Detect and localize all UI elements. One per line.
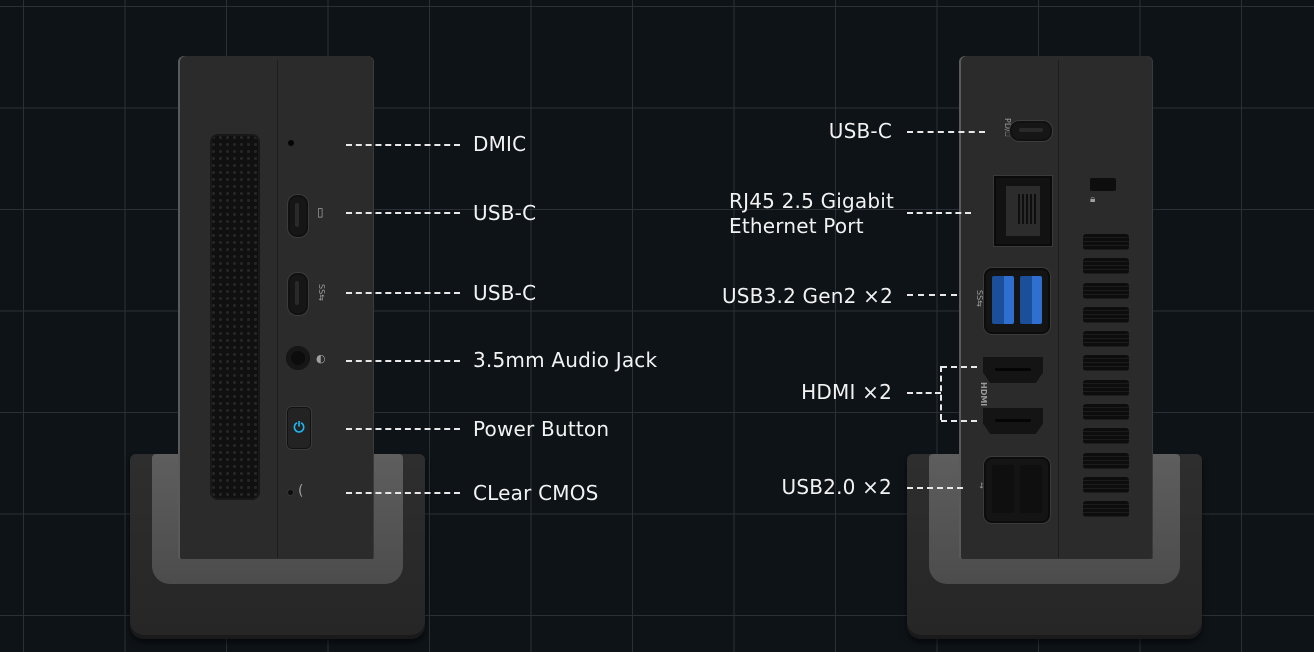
callout-power-button: Power Button [473,417,610,441]
headset-mic-icon: ◐ [316,352,326,365]
kensington-slot [1090,178,1116,191]
seam-right [1058,60,1059,558]
seam-left [277,60,278,558]
power-button[interactable]: ⏻ [287,407,311,449]
superspeed-usb-icon: SS⇆ [975,290,984,307]
dmic-hole [288,140,294,146]
audio-jack-port [286,346,310,370]
callout-hdmi: HDMI ×2 [801,380,892,404]
usb-c-port-2 [288,273,308,315]
callout-rj45-line1: RJ45 2.5 Gigabit [729,189,895,213]
vent-grille-left [210,134,260,500]
leader-rj45 [907,212,971,214]
reset-icon: ( [298,483,304,499]
callout-usb-c-2: USB-C [473,281,537,305]
leader-clear-cmos [346,492,460,494]
superspeed-usb-icon: SS⇆ [317,284,326,301]
leader-usb-c-1 [346,212,460,214]
leader-hdmi [907,392,941,394]
clear-cmos-hole [288,490,293,495]
usb-c-port-rear [1010,121,1052,141]
display-icon: ▯ [317,205,324,219]
leader-dmic [346,144,460,146]
leader-power-button [346,428,460,430]
device-body-left [178,56,374,559]
callout-usb-c-rear: USB-C [828,119,892,143]
leader-audio-jack [346,360,460,362]
hdmi-icon: HDMI [979,382,988,407]
leader-usb-c-2 [346,292,460,294]
callout-usb20: USB2.0 ×2 [781,475,892,499]
leader-usb32 [907,294,957,296]
lock-icon: 🔒︎ [1090,194,1096,205]
usb32-port-1 [992,276,1014,324]
power-icon: ⏻ [293,420,305,436]
callout-usb32: USB3.2 Gen2 ×2 [721,284,893,308]
usb32-port-2 [1020,276,1042,324]
hdmi-port-1 [983,357,1043,383]
leader-hdmi-bracket [940,366,942,420]
callout-usb-c-1: USB-C [473,201,537,225]
usb20-port-1 [992,465,1014,513]
hdmi-port-2 [983,408,1043,434]
callout-rj45-line2: Ethernet Port [729,214,864,238]
leader-hdmi-bottom [941,420,977,422]
usb20-ports [984,457,1050,523]
callout-clear-cmos: CLear CMOS [473,481,599,505]
usb-c-port-1 [288,195,308,237]
leader-usb20 [907,487,963,489]
callout-audio-jack: 3.5mm Audio Jack [473,348,658,372]
leader-hdmi-top [941,366,977,368]
leader-usb-c-rear [907,131,985,133]
rj45-port [994,176,1052,246]
callout-dmic: DMIC [473,132,527,156]
usb20-port-2 [1020,465,1042,513]
usb32-ports [984,268,1050,334]
ethernet-icon [1006,186,1040,236]
